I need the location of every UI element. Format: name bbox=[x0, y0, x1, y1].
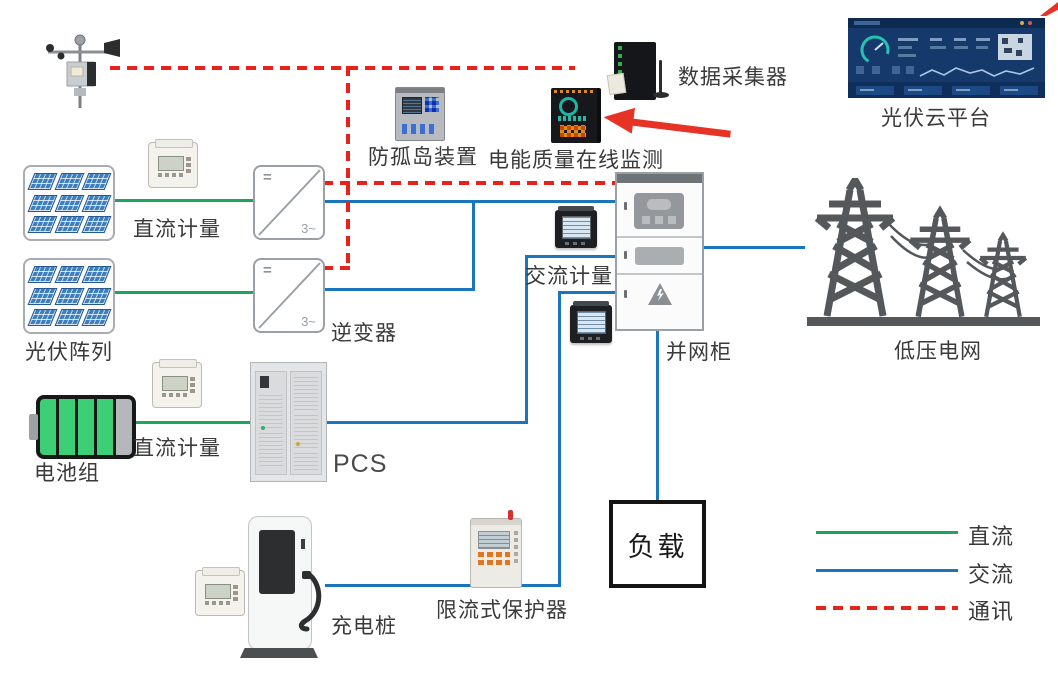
ac-line-pcs-h1 bbox=[325, 421, 528, 424]
ac-line-inverter2-v bbox=[472, 200, 475, 291]
legend-comm-line bbox=[816, 606, 958, 610]
grid-cabinet-label: 并网柜 bbox=[666, 341, 732, 364]
pv-array-label: 光伏阵列 bbox=[25, 341, 113, 364]
comm-line-weather-collector bbox=[110, 66, 575, 70]
warning-triangle-icon bbox=[648, 283, 672, 305]
anti-islanding-device-icon bbox=[395, 87, 445, 141]
battery-label: 电池组 bbox=[34, 462, 100, 485]
legend-dc-line bbox=[816, 531, 958, 534]
inverter-2-ac-symbol: 3~ bbox=[301, 314, 316, 329]
protector-label: 限流式保护器 bbox=[436, 599, 568, 622]
legend-ac-label: 交流 bbox=[968, 562, 1015, 587]
charging-pile-icon bbox=[248, 516, 322, 650]
ac-line-cabinet-grid bbox=[700, 246, 805, 249]
dc-meter-2-icon bbox=[152, 359, 202, 408]
comm-line-vertical bbox=[346, 66, 350, 270]
dc-meter-2-label: 直流计量 bbox=[133, 437, 221, 460]
ac-line-cabinet-load bbox=[656, 327, 659, 500]
inverter-1-dc-symbol: = bbox=[263, 169, 272, 186]
lv-grid-label: 低压电网 bbox=[894, 340, 982, 363]
pcs-icon bbox=[250, 362, 327, 482]
load-box: 负载 bbox=[609, 500, 706, 588]
charging-pile-label: 充电桩 bbox=[331, 615, 397, 638]
ac-line-charge-v bbox=[558, 291, 561, 587]
inverter-1-ac-symbol: 3~ bbox=[301, 221, 316, 236]
ac-line-charge-h2 bbox=[325, 584, 561, 587]
ac-line-inverter2-h bbox=[323, 288, 472, 291]
dc-line-pv1-inverter1 bbox=[106, 199, 253, 202]
ac-meter-2-icon bbox=[570, 301, 612, 343]
cloud-platform-screenshot bbox=[848, 18, 1045, 98]
inverter-1-icon: = 3~ bbox=[253, 165, 325, 240]
antenna-icon bbox=[653, 60, 669, 100]
comm-line-inverter1-cabinet bbox=[323, 181, 615, 185]
power-quality-label: 电能质量在线监测 bbox=[488, 149, 664, 172]
power-grid-towers-icon bbox=[805, 178, 1042, 328]
ac-line-pcs-h2 bbox=[525, 255, 615, 258]
battery-icon bbox=[29, 395, 136, 459]
dc-line-battery-pcs bbox=[123, 421, 250, 424]
power-quality-monitor-icon bbox=[551, 88, 601, 143]
dc-line-pv2-inverter2 bbox=[106, 291, 253, 294]
anti-islanding-label: 防孤岛装置 bbox=[368, 146, 478, 169]
dc-meter-1-icon bbox=[148, 139, 198, 188]
cloud-platform-label: 光伏云平台 bbox=[881, 107, 991, 130]
comm-line-inverter2-stub bbox=[323, 266, 350, 270]
pv-array-1-icon bbox=[23, 165, 115, 241]
dc-meter-1-label: 直流计量 bbox=[133, 218, 221, 241]
legend-dc-label: 直流 bbox=[968, 524, 1015, 549]
ac-line-pcs-v bbox=[525, 255, 528, 424]
load-label: 负载 bbox=[627, 531, 688, 562]
din-meter-chargepile-icon bbox=[195, 567, 245, 616]
pcs-label: PCS bbox=[333, 450, 388, 478]
inverter-label: 逆变器 bbox=[331, 322, 397, 345]
inverter-2-icon: = 3~ bbox=[253, 258, 325, 333]
legend-ac-line bbox=[816, 569, 958, 572]
ac-meter-label: 交流计量 bbox=[525, 265, 613, 288]
pv-array-2-icon bbox=[23, 258, 115, 334]
protector-icon bbox=[470, 510, 522, 588]
data-collector-icon bbox=[606, 42, 656, 100]
charging-pile-base bbox=[240, 648, 318, 658]
grid-cabinet-icon bbox=[615, 172, 704, 331]
ac-meter-1-icon bbox=[555, 206, 597, 248]
weather-station-icon bbox=[38, 30, 128, 110]
inverter-2-dc-symbol: = bbox=[263, 262, 272, 279]
legend-comm-label: 通讯 bbox=[968, 599, 1015, 624]
ac-line-inverter1-cabinet bbox=[323, 200, 615, 203]
red-arrow-power-quality bbox=[602, 102, 735, 150]
red-arrow-corner bbox=[1040, 2, 1058, 16]
ac-line-charge-h1 bbox=[558, 291, 615, 294]
data-collector-label: 数据采集器 bbox=[678, 66, 788, 89]
